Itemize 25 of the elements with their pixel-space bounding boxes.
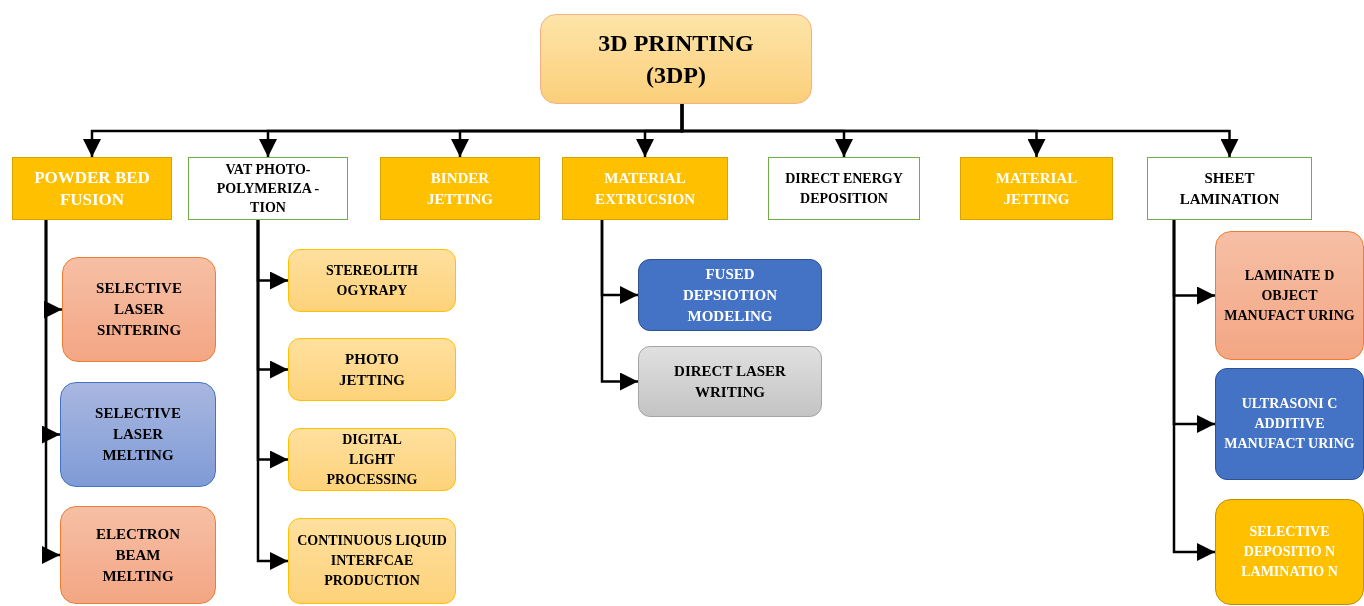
arrow	[42, 220, 60, 564]
method-box: SELECTIVE LASER SINTERING	[62, 257, 216, 362]
method-box: SELECTIVE LASER MELTING	[60, 382, 216, 487]
arrow	[680, 104, 1239, 157]
category-box: SHEET LAMINATION	[1147, 157, 1312, 220]
method-box: STEREOLITH OGYRAPY	[288, 249, 456, 312]
method-box: SELECTIVE DEPOSITIO N LAMINATIO N	[1215, 499, 1364, 605]
root-box: 3D PRINTING (3DP)	[540, 14, 812, 104]
category-box: POWDER BED FUSION	[12, 157, 172, 220]
arrow	[256, 220, 288, 570]
arrow	[1172, 220, 1215, 561]
method-box: ULTRASONI C ADDITIVE MANUFACT URING	[1215, 368, 1364, 480]
arrow	[600, 220, 638, 391]
method-box: FUSED DEPSIOTION MODELING	[638, 259, 822, 331]
category-box: MATERIAL EXTRUCSION	[562, 157, 728, 220]
method-box: PHOTO JETTING	[288, 338, 456, 401]
method-box: CONTINUOUS LIQUID INTERFCAE PRODUCTION	[288, 518, 456, 604]
method-box: LAMINATE D OBJECT MANUFACT URING	[1215, 231, 1364, 360]
category-box: DIRECT ENERGY DEPOSITION	[768, 157, 920, 220]
category-box: BINDER JETTING	[380, 157, 540, 220]
method-box: DIGITAL LIGHT PROCESSING	[288, 428, 456, 491]
category-box: MATERIAL JETTING	[960, 157, 1113, 220]
category-box: VAT PHOTO- POLYMERIZA -TION	[188, 157, 348, 220]
method-box: ELECTRON BEAM MELTING	[60, 506, 216, 604]
method-box: DIRECT LASER WRITING	[638, 346, 822, 417]
